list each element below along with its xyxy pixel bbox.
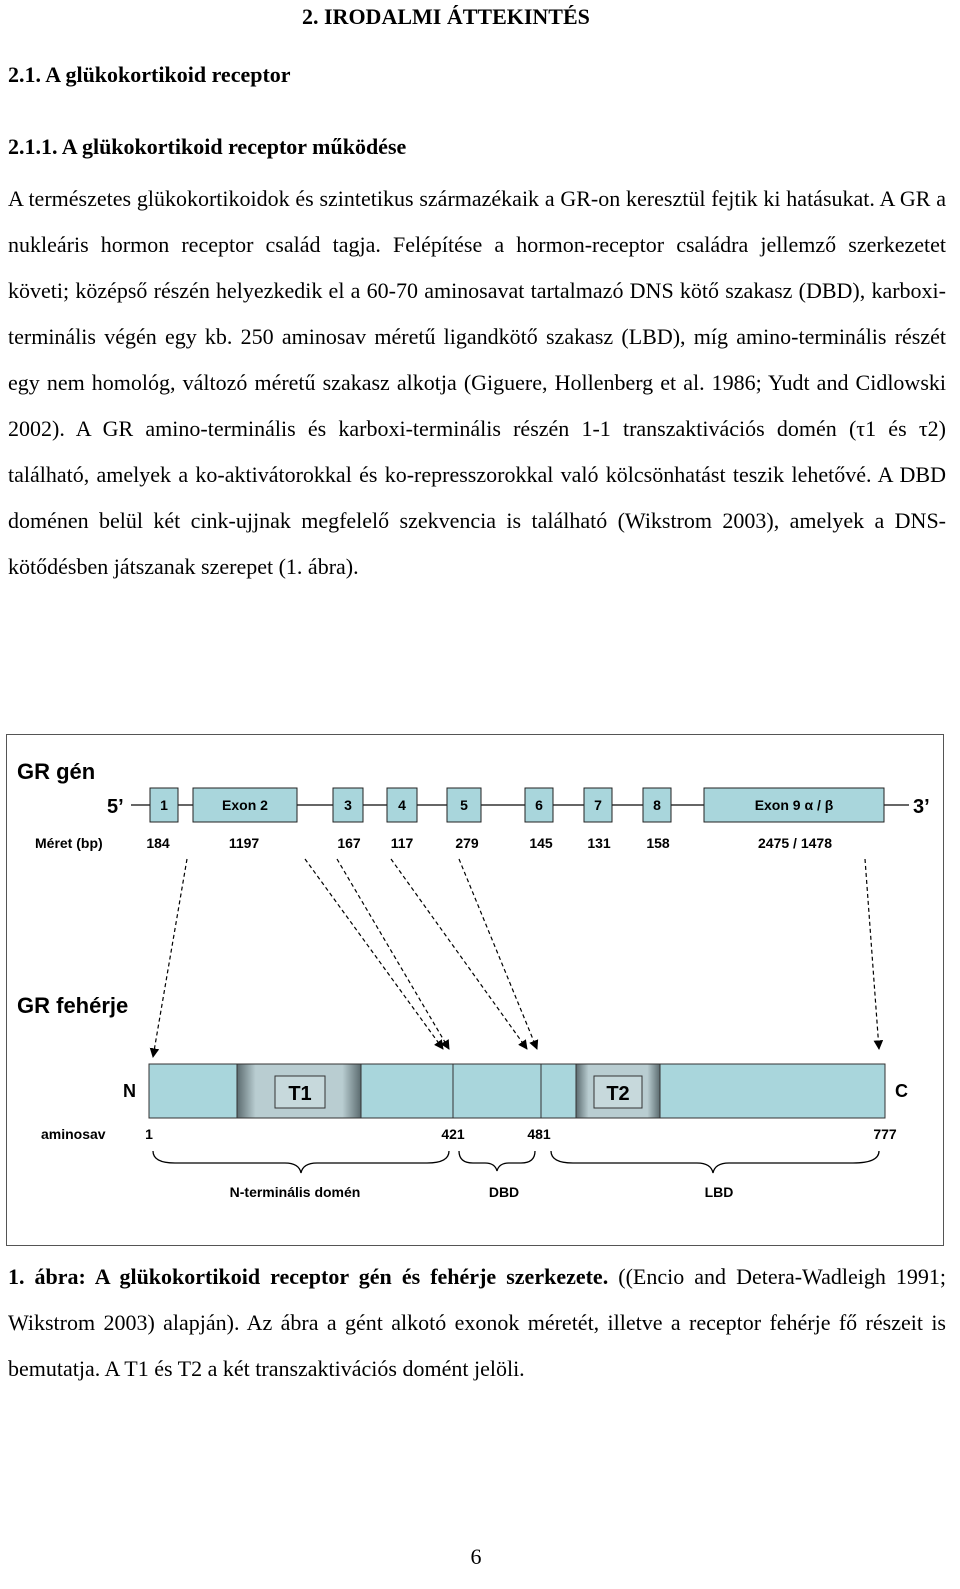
exon-7: 7 131 (583, 787, 613, 851)
svg-text:1197: 1197 (229, 835, 260, 851)
exon-1: 1 184 (146, 787, 179, 851)
figure-caption: 1. ábra: A glükokortikoid receptor gén é… (8, 1254, 946, 1392)
svg-text:3: 3 (344, 797, 352, 813)
figure-diagram: GR gén 5’ 3’ 1 184 Exon 2 1197 3 167 4 1… (17, 759, 930, 1200)
mapping-arrows (149, 858, 884, 1058)
gene-title: GR gén (17, 759, 95, 784)
svg-text:Exon 9 α / β: Exon 9 α / β (755, 797, 834, 813)
svg-text:158: 158 (646, 835, 670, 851)
svg-text:5: 5 (460, 797, 468, 813)
c-terminal-label: C (895, 1081, 908, 1101)
t2-domain: T2 (575, 1063, 661, 1119)
svg-text:7: 7 (594, 797, 602, 813)
page-number: 6 (470, 1544, 482, 1569)
exon-2: Exon 2 1197 (192, 787, 298, 851)
five-prime-label: 5’ (107, 796, 124, 818)
chapter-heading: 2. IRODALMI ÁTTEKINTÉS (302, 4, 590, 29)
exon-3: 3 167 (332, 787, 364, 851)
svg-text:184: 184 (146, 835, 170, 851)
svg-text:8: 8 (653, 797, 661, 813)
protein-title: GR fehérje (17, 993, 128, 1018)
position-421: 421 (441, 1126, 465, 1142)
subsection-title: 2.1.1. A glükokortikoid receptor működés… (8, 134, 407, 159)
lbd-label: LBD (705, 1184, 734, 1200)
svg-text:117: 117 (391, 835, 414, 851)
gr-structure-figure: GR gén 5’ 3’ 1 184 Exon 2 1197 3 167 4 1… (6, 734, 944, 1246)
svg-text:145: 145 (529, 835, 553, 851)
svg-text:2475 / 1478: 2475 / 1478 (758, 835, 832, 851)
svg-text:279: 279 (455, 835, 479, 851)
t1-domain: T1 (236, 1063, 362, 1119)
three-prime-label: 3’ (913, 796, 930, 818)
svg-text:6: 6 (535, 797, 543, 813)
dbd-label: DBD (489, 1184, 519, 1200)
exon-8: 8 158 (642, 787, 672, 851)
position-481: 481 (527, 1126, 551, 1142)
size-label: Méret (bp) (35, 835, 103, 851)
aminoacid-label: aminosav (41, 1126, 106, 1142)
position-1: 1 (145, 1126, 153, 1142)
svg-text:Exon 2: Exon 2 (222, 797, 268, 813)
svg-text:4: 4 (398, 797, 406, 813)
domain-braces (152, 1150, 880, 1174)
position-777: 777 (873, 1126, 897, 1142)
svg-text:T2: T2 (606, 1083, 629, 1105)
svg-text:1: 1 (160, 797, 168, 813)
caption-text: ((Encio and Detera-Wadleigh 1991; Wikstr… (8, 1264, 946, 1381)
n-terminal-label: N (123, 1081, 136, 1101)
svg-text:T1: T1 (288, 1083, 311, 1105)
body-paragraph: A természetes glükokortikoidok és szinte… (8, 186, 946, 579)
exon-6: 6 145 (524, 787, 554, 851)
caption-label: 1. ábra: A glükokortikoid receptor gén é… (8, 1264, 609, 1289)
exon-5: 5 279 (446, 787, 482, 851)
svg-text:167: 167 (337, 835, 361, 851)
n-terminal-domain-label: N-terminális domén (230, 1184, 361, 1200)
section-title: 2.1. A glükokortikoid receptor (8, 62, 291, 87)
exon-4: 4 117 (386, 787, 418, 851)
svg-text:131: 131 (587, 835, 611, 851)
exon-9: Exon 9 α / β 2475 / 1478 (703, 787, 885, 851)
